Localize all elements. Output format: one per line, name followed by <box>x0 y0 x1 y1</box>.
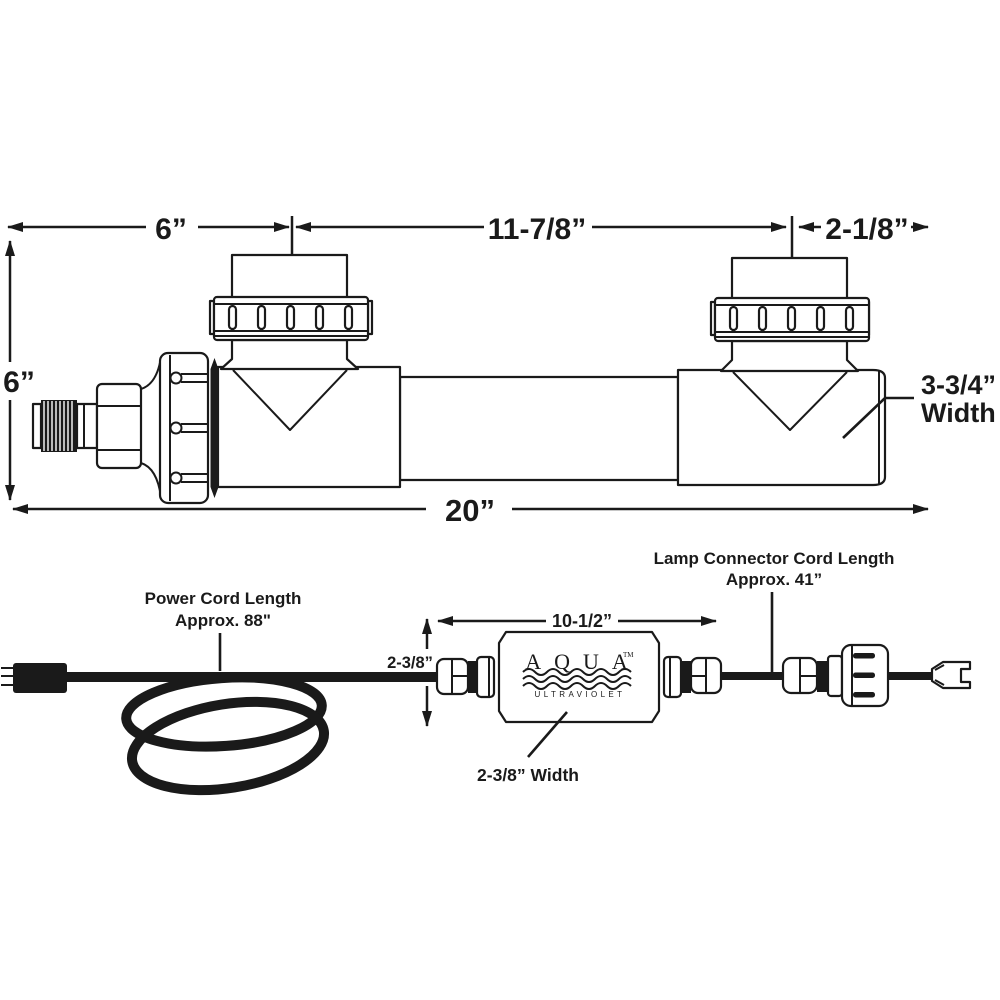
ballast-width-label: 2-3/8” Width <box>477 765 579 785</box>
overall-length-dimension: 20” <box>12 493 929 528</box>
logo-subtext: ULTRAVIOLET <box>535 690 626 699</box>
ballast-height-dimension: 2-3/8” <box>387 618 433 727</box>
power-cord-coil <box>121 672 330 796</box>
left-tee-body <box>216 338 402 489</box>
left-port-neck <box>219 338 360 371</box>
dim-11-78-label: 11-7/8” <box>488 213 586 246</box>
right-v-notch <box>732 371 848 431</box>
left-end-assembly <box>31 351 219 505</box>
left-inlet-port <box>208 253 374 342</box>
lamp-cord-connector <box>781 643 890 708</box>
left-union-nut <box>208 295 374 342</box>
cap-dome-bottom <box>140 462 162 498</box>
power-cord-label-line2: Approx. 88" <box>175 611 271 630</box>
lamp-cord-label: Lamp Connector Cord Length Approx. 41” <box>654 549 895 673</box>
ballast-cord-drawing: Power Cord Length Approx. 88" Lamp Conne… <box>1 549 972 796</box>
right-union-nut <box>709 296 871 343</box>
lamp-cord-label-line2: Approx. 41” <box>726 570 822 589</box>
power-cord-label-line1: Power Cord Length <box>145 589 302 608</box>
center-tube <box>398 375 680 482</box>
connector-cap <box>840 643 890 708</box>
right-port-stub <box>730 256 849 301</box>
ballast-body: AQUA TM ULTRAVIOLET <box>497 630 661 724</box>
right-tee-body <box>676 339 887 487</box>
left-cable-gland <box>435 655 496 699</box>
body-width-callout: 3-3/4” Width <box>842 370 996 439</box>
cap-dome-top <box>140 356 162 390</box>
dim-2-38-label: 2-3/8” <box>387 654 433 672</box>
threaded-nipple <box>41 400 77 452</box>
end-cap <box>158 351 210 505</box>
left-height-dimension: 6” <box>3 240 35 501</box>
top-dimension-lines: 6” 11-7/8” 2-1/8” <box>7 213 929 258</box>
dim-6-left-label: 6” <box>3 366 35 399</box>
right-outlet-port <box>709 256 871 343</box>
dim-6-top-label: 6” <box>155 213 187 246</box>
gasket-seal <box>210 358 219 498</box>
left-port-stub <box>230 253 349 300</box>
ballast-width-callout: 2-3/8” Width <box>477 711 579 785</box>
width-label-word: Width <box>921 398 996 428</box>
nipple-tip <box>31 402 43 450</box>
hex-nut <box>95 382 143 470</box>
dim-20-label: 20” <box>445 493 495 528</box>
dim-10-12-label: 10-1/2” <box>552 611 612 631</box>
aqua-logo: AQUA TM ULTRAVIOLET <box>522 649 634 699</box>
dim-2-18-label: 2-1/8” <box>825 213 908 246</box>
logo-tm: TM <box>623 651 634 659</box>
width-label-value: 3-3/4” <box>921 370 996 400</box>
left-v-notch <box>232 369 348 431</box>
lamp-end-plug <box>930 660 972 690</box>
power-cord-label: Power Cord Length Approx. 88" <box>145 589 302 671</box>
right-cable-gland <box>662 655 723 699</box>
right-port-neck <box>719 339 860 373</box>
lamp-cord-label-line1: Lamp Connector Cord Length <box>654 549 895 568</box>
power-plug <box>1 663 67 693</box>
uv-housing-drawing: 6” 11-7/8” 2-1/8” 6” 20” <box>3 213 996 528</box>
logo-waves <box>522 668 632 690</box>
nipple-collar <box>75 402 99 450</box>
ballast-length-dimension: 10-1/2” <box>437 611 717 631</box>
